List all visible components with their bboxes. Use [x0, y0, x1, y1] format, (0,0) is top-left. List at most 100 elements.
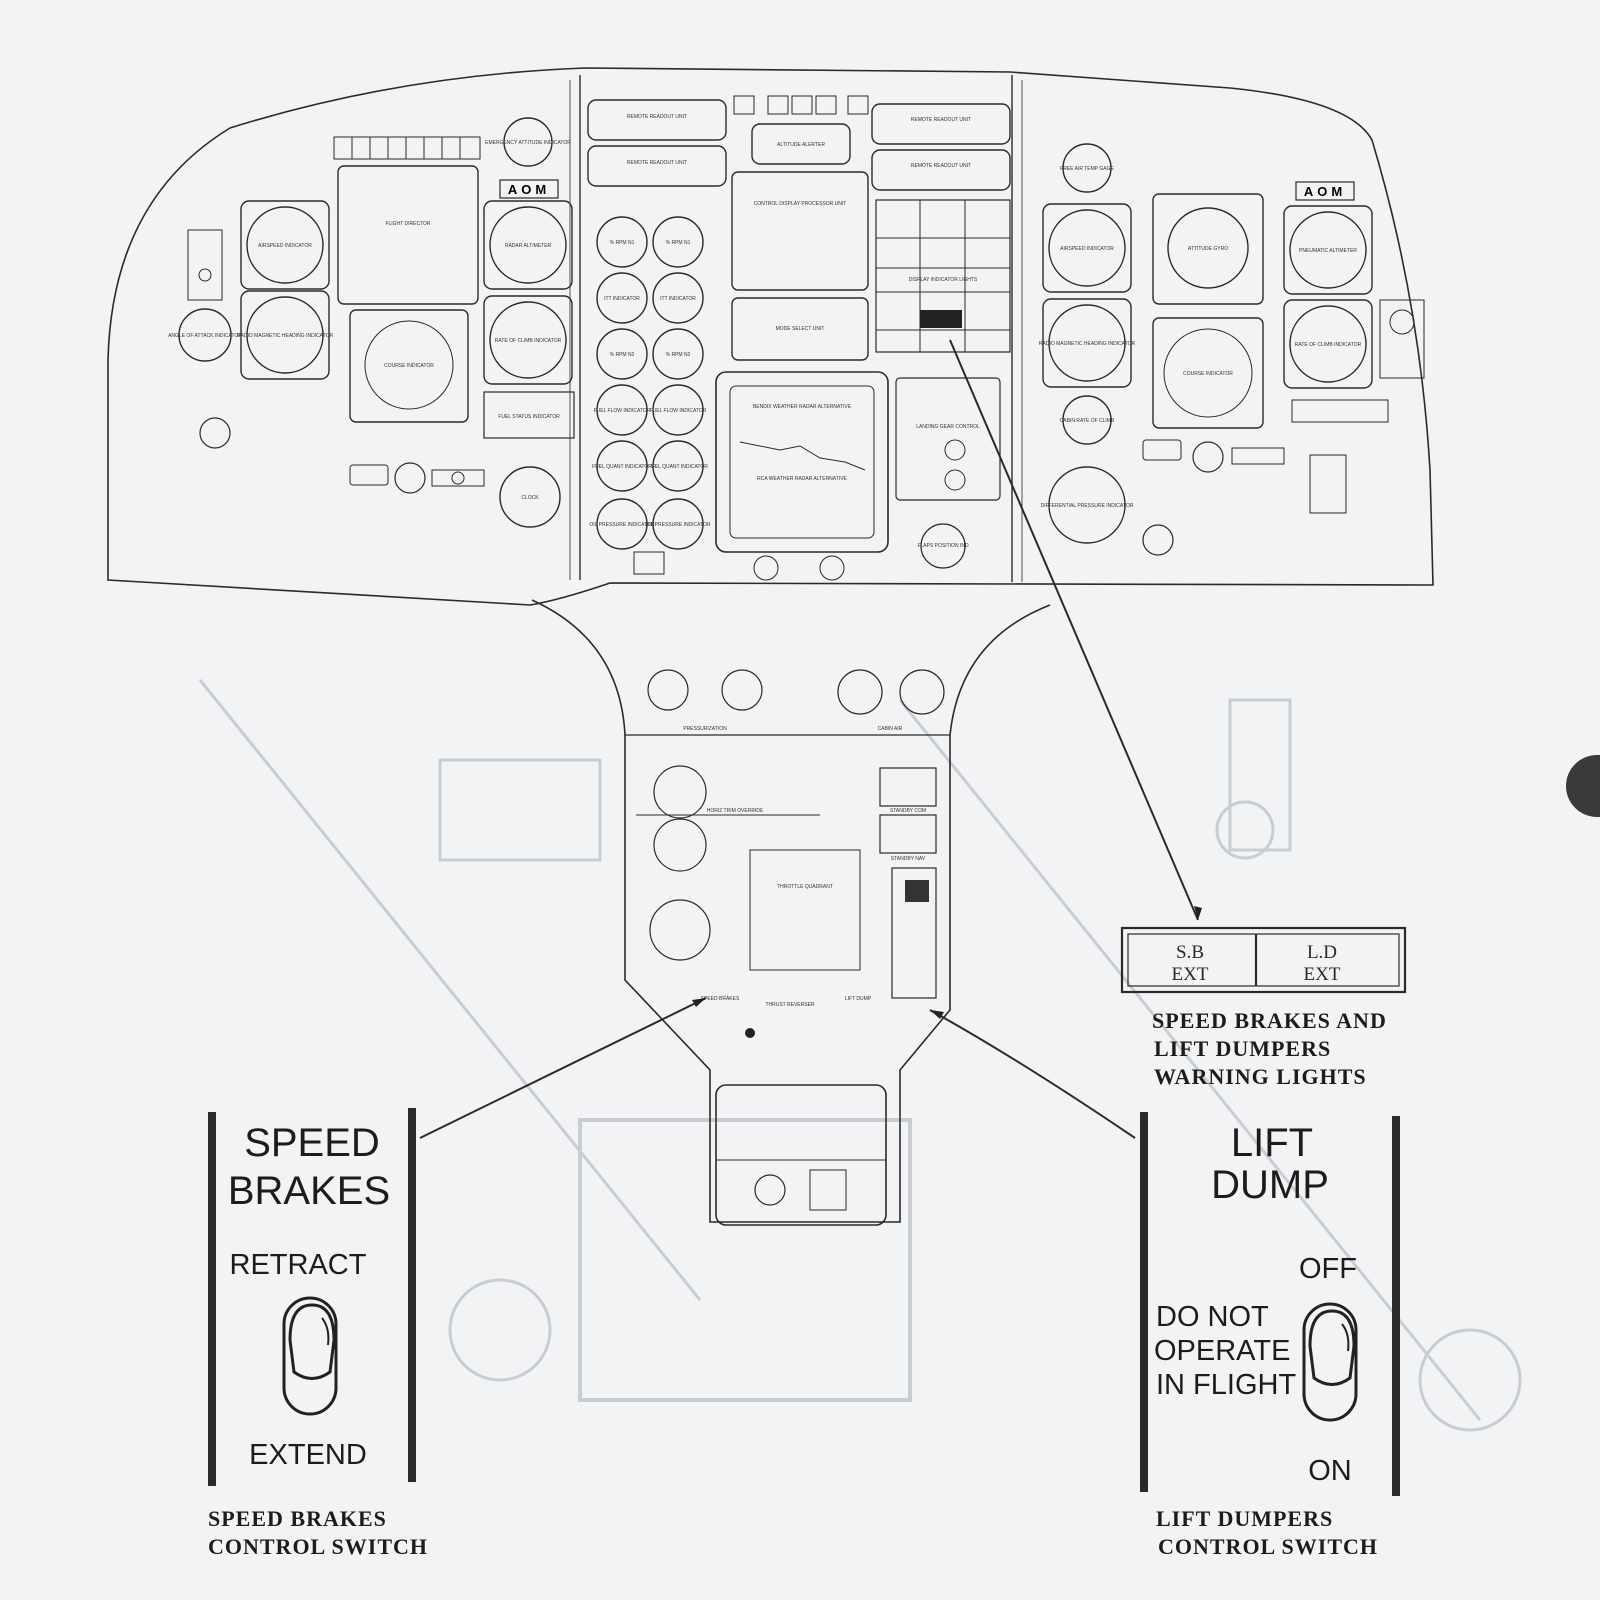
gauge-pneumatic-altimeter-label: PNEUMATIC ALTIMETER [1299, 248, 1357, 254]
flight-director-box [337, 165, 479, 305]
gauge-emergency-attitude: EMERGENCY ATTITUDE INDICATOR [485, 117, 571, 167]
aom-right-lights [1295, 181, 1355, 201]
left-toggle [349, 464, 389, 486]
remote-readout-2 [587, 145, 727, 187]
battery-switch-block [1309, 454, 1347, 514]
gauge-angle-of-attack: ANGLE OF ATTACK INDICATOR [168, 308, 242, 362]
gauge-free-air-temp: FREE AIR TEMP GAGE [1060, 143, 1115, 193]
engine-gauge-left-2: ITT INDICATOR [596, 272, 648, 324]
attitude-gyro-box [1152, 193, 1264, 305]
gauge-radar-altimeter-label: RADAR ALTIMETER [505, 243, 552, 249]
lift-dump-title-1: LIFT [1231, 1121, 1313, 1165]
warning-caption-2: LIFT DUMPERS [1154, 1036, 1331, 1061]
lift-dump-switch-detail: LIFT DUMP OFF DO NOT OPERATE IN FLIGHT O… [1140, 1112, 1400, 1559]
gauge-free-air-temp-label: FREE AIR TEMP GAGE [1060, 166, 1114, 172]
warning-lights-panel: S.B EXT L.D EXT SPEED BRAKES AND LIFT DU… [1120, 926, 1407, 1089]
standby-com-label: STANDBY COM [890, 808, 926, 814]
cabin-air-knob [837, 669, 883, 715]
speed-brakes-caption-2: CONTROL SWITCH [208, 1534, 428, 1559]
left-instrument-group: FLIGHT DIRECTOR COURSE INDICATOR FUEL ST… [187, 136, 575, 494]
gauge-rate-of-climb-left-label: RATE OF CLIMB INDICATOR [495, 338, 562, 344]
engine-gauge-right-4-label: FUEL FLOW INDICATOR [650, 408, 707, 414]
pressurization-label: PRESSURIZATION [683, 726, 727, 732]
lift-dump-toggle-icon [1302, 1302, 1358, 1422]
weather-radar [715, 371, 889, 553]
gauge-rate-of-climb-right: RATE OF CLIMB INDICATOR [1283, 299, 1373, 389]
weather-radar-bottom-label: RCA WEATHER RADAR ALTERNATIVE [757, 476, 847, 482]
engine-gauge-left-2-label: ITT INDICATOR [604, 296, 640, 302]
gauge-rmi-right: RADIO MAGNETIC HEADING INDICATOR [1039, 298, 1135, 388]
gauge-rmi-left-label: RADIO MAGNETIC HEADING INDICATOR [237, 333, 334, 339]
gauge-angle-of-attack-label: ANGLE OF ATTACK INDICATOR [168, 333, 242, 339]
engine-gauge-left-6: OIL PRESSURE INDICATOR [589, 498, 655, 550]
display-indicator-lights: DISPLAY INDICATOR LIGHTS [875, 199, 1011, 353]
center-top-lights [733, 95, 869, 115]
leader-lines [419, 339, 1202, 1139]
ld-light-line1: L.D [1307, 942, 1337, 963]
engine-gauge-left-6-label: OIL PRESSURE INDICATOR [589, 522, 655, 528]
gauge-clock: CLOCK [499, 466, 561, 528]
cabin-air-label: CABIN AIR [878, 726, 903, 732]
lift-dump-on-label: ON [1308, 1455, 1352, 1487]
landing-gear-label: LANDING GEAR CONTROL [916, 424, 980, 430]
speed-brakes-title-1: SPEED [244, 1121, 380, 1165]
lift-dump-caption-1: LIFT DUMPERS [1156, 1506, 1333, 1531]
gauge-emergency-attitude-label: EMERGENCY ATTITUDE INDICATOR [485, 140, 571, 146]
gauge-cabin-rate-of-climb: CABIN RATE OF CLIMB [1060, 395, 1115, 445]
standby-nav-label: STANDBY NAV [891, 856, 926, 862]
engine-gauge-right-3: % RPM N2 [652, 328, 704, 380]
landing-gear-control [895, 377, 1001, 501]
engine-gauge-right-1-label: % RPM N1 [666, 240, 691, 246]
engine-gauge-right-6-label: OIL PRESSURE INDICATOR [645, 522, 711, 528]
gauge-pneumatic-altimeter: PNEUMATIC ALTIMETER [1283, 205, 1373, 295]
flaps-position-indicator [920, 523, 966, 569]
gauge-airspeed-right: AIRSPEED INDICATOR [1042, 203, 1132, 293]
gauge-radar-altimeter: RADAR ALTIMETER [483, 200, 573, 290]
gauge-rate-of-climb-left: RATE OF CLIMB INDICATOR [483, 295, 573, 385]
engine-gauge-right-1: % RPM N1 [652, 216, 704, 268]
engine-gauge-left-4: FUEL FLOW INDICATOR [594, 384, 651, 436]
sb-light-line1: S.B [1176, 942, 1204, 963]
course-indicator-right-box [1152, 317, 1264, 429]
pressurization-knob [647, 669, 689, 711]
altitude-alerter-label: ALTITUDE ALERTER [777, 142, 825, 148]
remote-readout-1 [587, 99, 727, 141]
weather-radar-top-label: BENDIX WEATHER RADAR ALTERNATIVE [753, 404, 852, 410]
engine-gauge-left-5: FUEL QUANT INDICATOR [592, 440, 652, 492]
engine-gauge-right-5: FUEL QUANT INDICATOR [648, 440, 708, 492]
engine-gauge-right-2: ITT INDICATOR [652, 272, 704, 324]
control-display-unit [731, 171, 869, 291]
engine-gauge-right-5-label: FUEL QUANT INDICATOR [648, 464, 708, 470]
pedestal-lift-dump-label: LIFT DUMP [845, 996, 872, 1002]
engine-gauge-left-1-label: % RPM N1 [610, 240, 635, 246]
remote-readout-4-label: REMOTE READOUT UNIT [911, 163, 971, 169]
engine-gauge-right-2-label: ITT INDICATOR [660, 296, 696, 302]
flight-director-label: FLIGHT DIRECTOR [385, 221, 430, 227]
lift-dump-off-label: OFF [1299, 1253, 1357, 1285]
engine-gauge-left-3-label: % RPM N2 [610, 352, 635, 358]
gauge-attitude-gyro-label: ATTITUDE GYRO [1188, 246, 1228, 252]
speed-brakes-toggle-icon [282, 1296, 338, 1416]
horiz-trim-label: HORIZ TRIM OVERRIDE [707, 808, 764, 814]
instrument-panel-outline [107, 67, 1434, 606]
lift-dump-warning-1: DO NOT [1156, 1301, 1269, 1333]
gauge-differential-pressure-label: DIFFERENTIAL PRESSURE INDICATOR [1041, 503, 1134, 509]
gauge-attitude-gyro: ATTITUDE GYRO [1167, 207, 1249, 289]
remote-readout-3 [871, 103, 1011, 145]
gauge-clock-label: CLOCK [521, 495, 539, 501]
remote-readout-2-label: REMOTE READOUT UNIT [627, 160, 687, 166]
remote-readout-1-label: REMOTE READOUT UNIT [627, 114, 687, 120]
center-pedestal: PRESSURIZATION CABIN AIR HORIZ TRIM OVER… [531, 599, 1051, 1226]
right-selector-knob [1142, 524, 1174, 556]
center-instrument-group: REMOTE READOUT UNIT REMOTE READOUT UNIT … [587, 95, 1011, 581]
engine-gauge-left-1: % RPM N1 [596, 216, 648, 268]
left-selector-knob [199, 417, 231, 449]
sb-light-line2: EXT [1172, 964, 1209, 985]
speed-brakes-extend-label: EXTEND [249, 1439, 367, 1471]
engine-gauge-left-5-label: FUEL QUANT INDICATOR [592, 464, 652, 470]
gauge-differential-pressure: DIFFERENTIAL PRESSURE INDICATOR [1041, 466, 1134, 544]
flaps-label: FLAPS POSITION IND [917, 543, 969, 549]
engine-gauge-right-6: OIL PRESSURE INDICATOR [645, 498, 711, 550]
